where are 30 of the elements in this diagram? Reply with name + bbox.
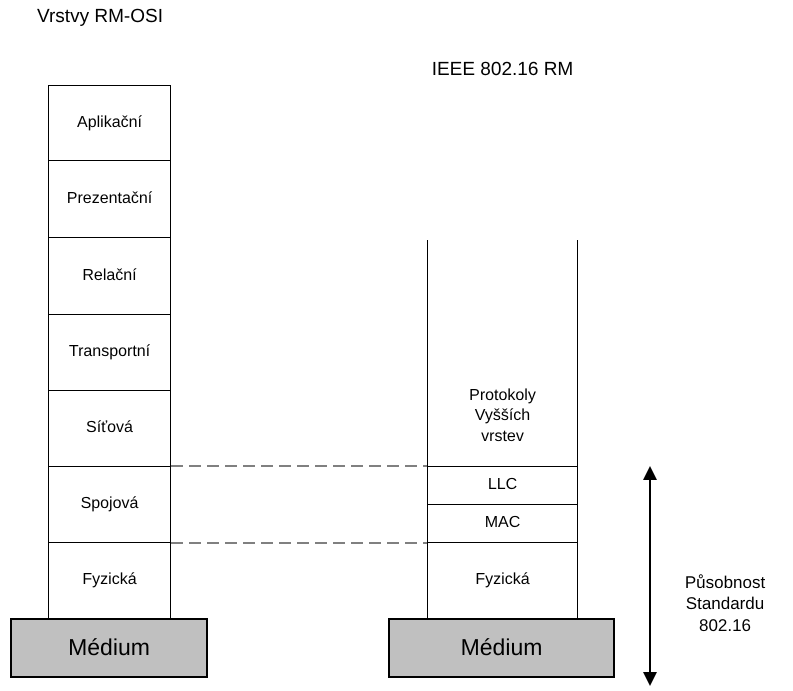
layer-box bbox=[48, 542, 171, 619]
scope-label: Působnost Standardu 802.16 bbox=[684, 572, 766, 636]
layer-name: Fyzická bbox=[82, 570, 137, 590]
layer-name: Transportní bbox=[68, 342, 150, 362]
layer-box bbox=[427, 466, 578, 505]
layer-name: Síťová bbox=[86, 418, 133, 438]
layer-name: Relační bbox=[82, 266, 137, 286]
medium-box bbox=[388, 618, 615, 678]
layer-box bbox=[48, 314, 171, 391]
column-title: Vrstvy RM-OSI bbox=[36, 5, 164, 29]
layer-name: Médium bbox=[68, 633, 150, 662]
layer-box bbox=[48, 160, 171, 238]
column-title: IEEE 802.16 RM bbox=[430, 58, 574, 82]
layer-box bbox=[48, 237, 171, 315]
medium-box bbox=[10, 618, 208, 678]
layer-name: Médium bbox=[460, 633, 542, 662]
layer-name: Protokoly Vyšších vrstev bbox=[468, 386, 537, 448]
connector-line bbox=[170, 542, 428, 544]
layer-box bbox=[427, 542, 578, 619]
layer-name: Fyzická bbox=[475, 570, 530, 590]
layer-box bbox=[427, 504, 578, 543]
layer-name: LLC bbox=[488, 475, 518, 496]
layer-box bbox=[48, 85, 171, 161]
layer-name: Spojová bbox=[80, 494, 138, 514]
layer-box bbox=[48, 466, 171, 543]
layer-name: Aplikační bbox=[77, 112, 142, 133]
layer-name: MAC bbox=[484, 513, 520, 534]
layer-box bbox=[48, 390, 171, 467]
layer-box bbox=[427, 240, 578, 467]
layer-name: Prezentační bbox=[66, 188, 152, 209]
